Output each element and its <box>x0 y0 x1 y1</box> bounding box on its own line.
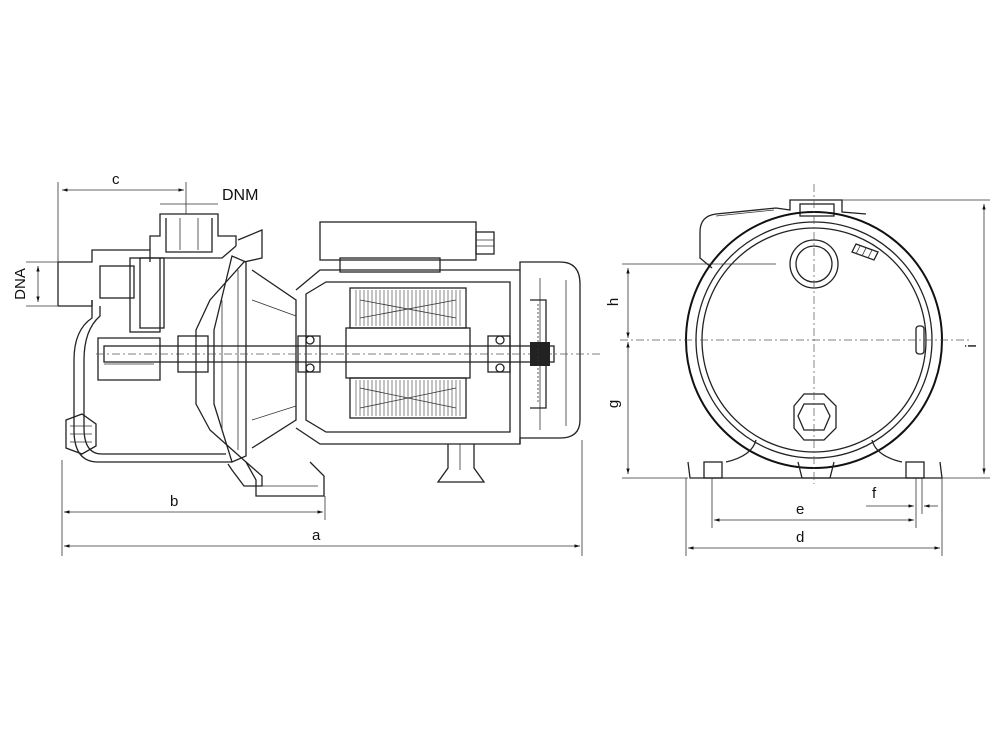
dim-label-b: b <box>170 493 178 510</box>
front-outlet-top <box>699 199 867 269</box>
side-dimensions <box>26 182 583 556</box>
pump-casing <box>73 213 237 463</box>
dim-label-h: h <box>605 298 622 306</box>
side-view: c DNM DNA b a <box>12 171 600 556</box>
dim-label-g: g <box>605 400 622 408</box>
front-coil-marker <box>851 243 879 261</box>
dim-label-dna: DNA <box>12 268 29 300</box>
shaft <box>96 335 600 373</box>
front-view: h g i f e d <box>605 184 990 556</box>
pump-foot <box>245 461 325 497</box>
dim-label-d: d <box>796 529 804 546</box>
impeller-diffuser <box>195 229 297 487</box>
front-dimensions <box>622 199 990 556</box>
dim-label-c: c <box>112 171 120 188</box>
cooling-fan <box>530 299 547 409</box>
drain-plug <box>65 413 97 455</box>
motor-housing <box>295 261 581 445</box>
stator-windings <box>345 287 471 419</box>
dim-label-a: a <box>312 527 321 544</box>
dim-label-dnm: DNM <box>222 187 258 204</box>
suction-inlet <box>57 249 161 333</box>
dim-label-i: i <box>963 344 980 347</box>
dim-label-f: f <box>872 485 877 502</box>
motor-foot <box>436 444 486 483</box>
terminal-box <box>319 221 495 273</box>
front-base <box>687 439 943 479</box>
front-hex-plug <box>793 393 837 441</box>
dim-label-e: e <box>796 501 804 518</box>
